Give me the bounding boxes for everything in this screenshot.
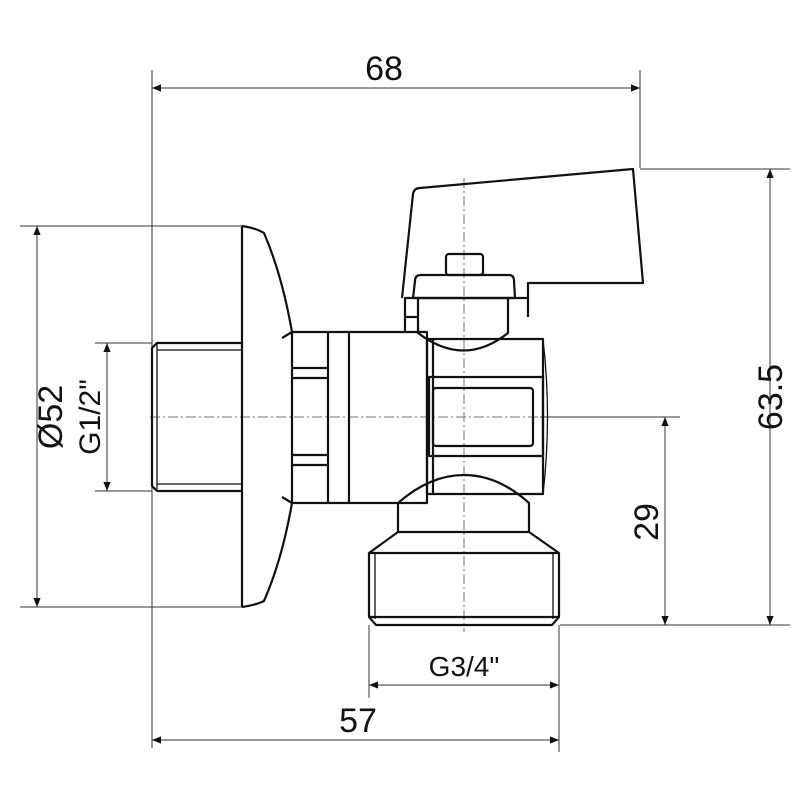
bonnet [403,252,530,352]
dim-flange-diameter: Ø52 [32,385,70,449]
dimension-lines [33,84,774,744]
dim-outlet-offset: 29 [628,503,666,541]
valve-stem [444,252,485,277]
outlet-neck [396,473,531,532]
dim-outlet-thread: G3/4" [429,651,500,682]
flange [240,224,294,609]
extension-lines [20,70,790,752]
inlet-thread [150,341,242,493]
outlet-nut [367,531,561,627]
dim-outlet-distance: 57 [339,702,377,740]
bonnet-cap [411,273,517,300]
dim-overall-length: 68 [365,50,403,88]
outlet-connector [367,473,561,627]
hex-body [290,330,429,505]
valve-body [425,337,549,496]
lever-handle[interactable] [400,167,645,299]
dim-overall-height: 63.5 [752,364,790,430]
bonnet-nut [416,296,510,352]
dim-inlet-thread: G1/2" [74,379,107,455]
